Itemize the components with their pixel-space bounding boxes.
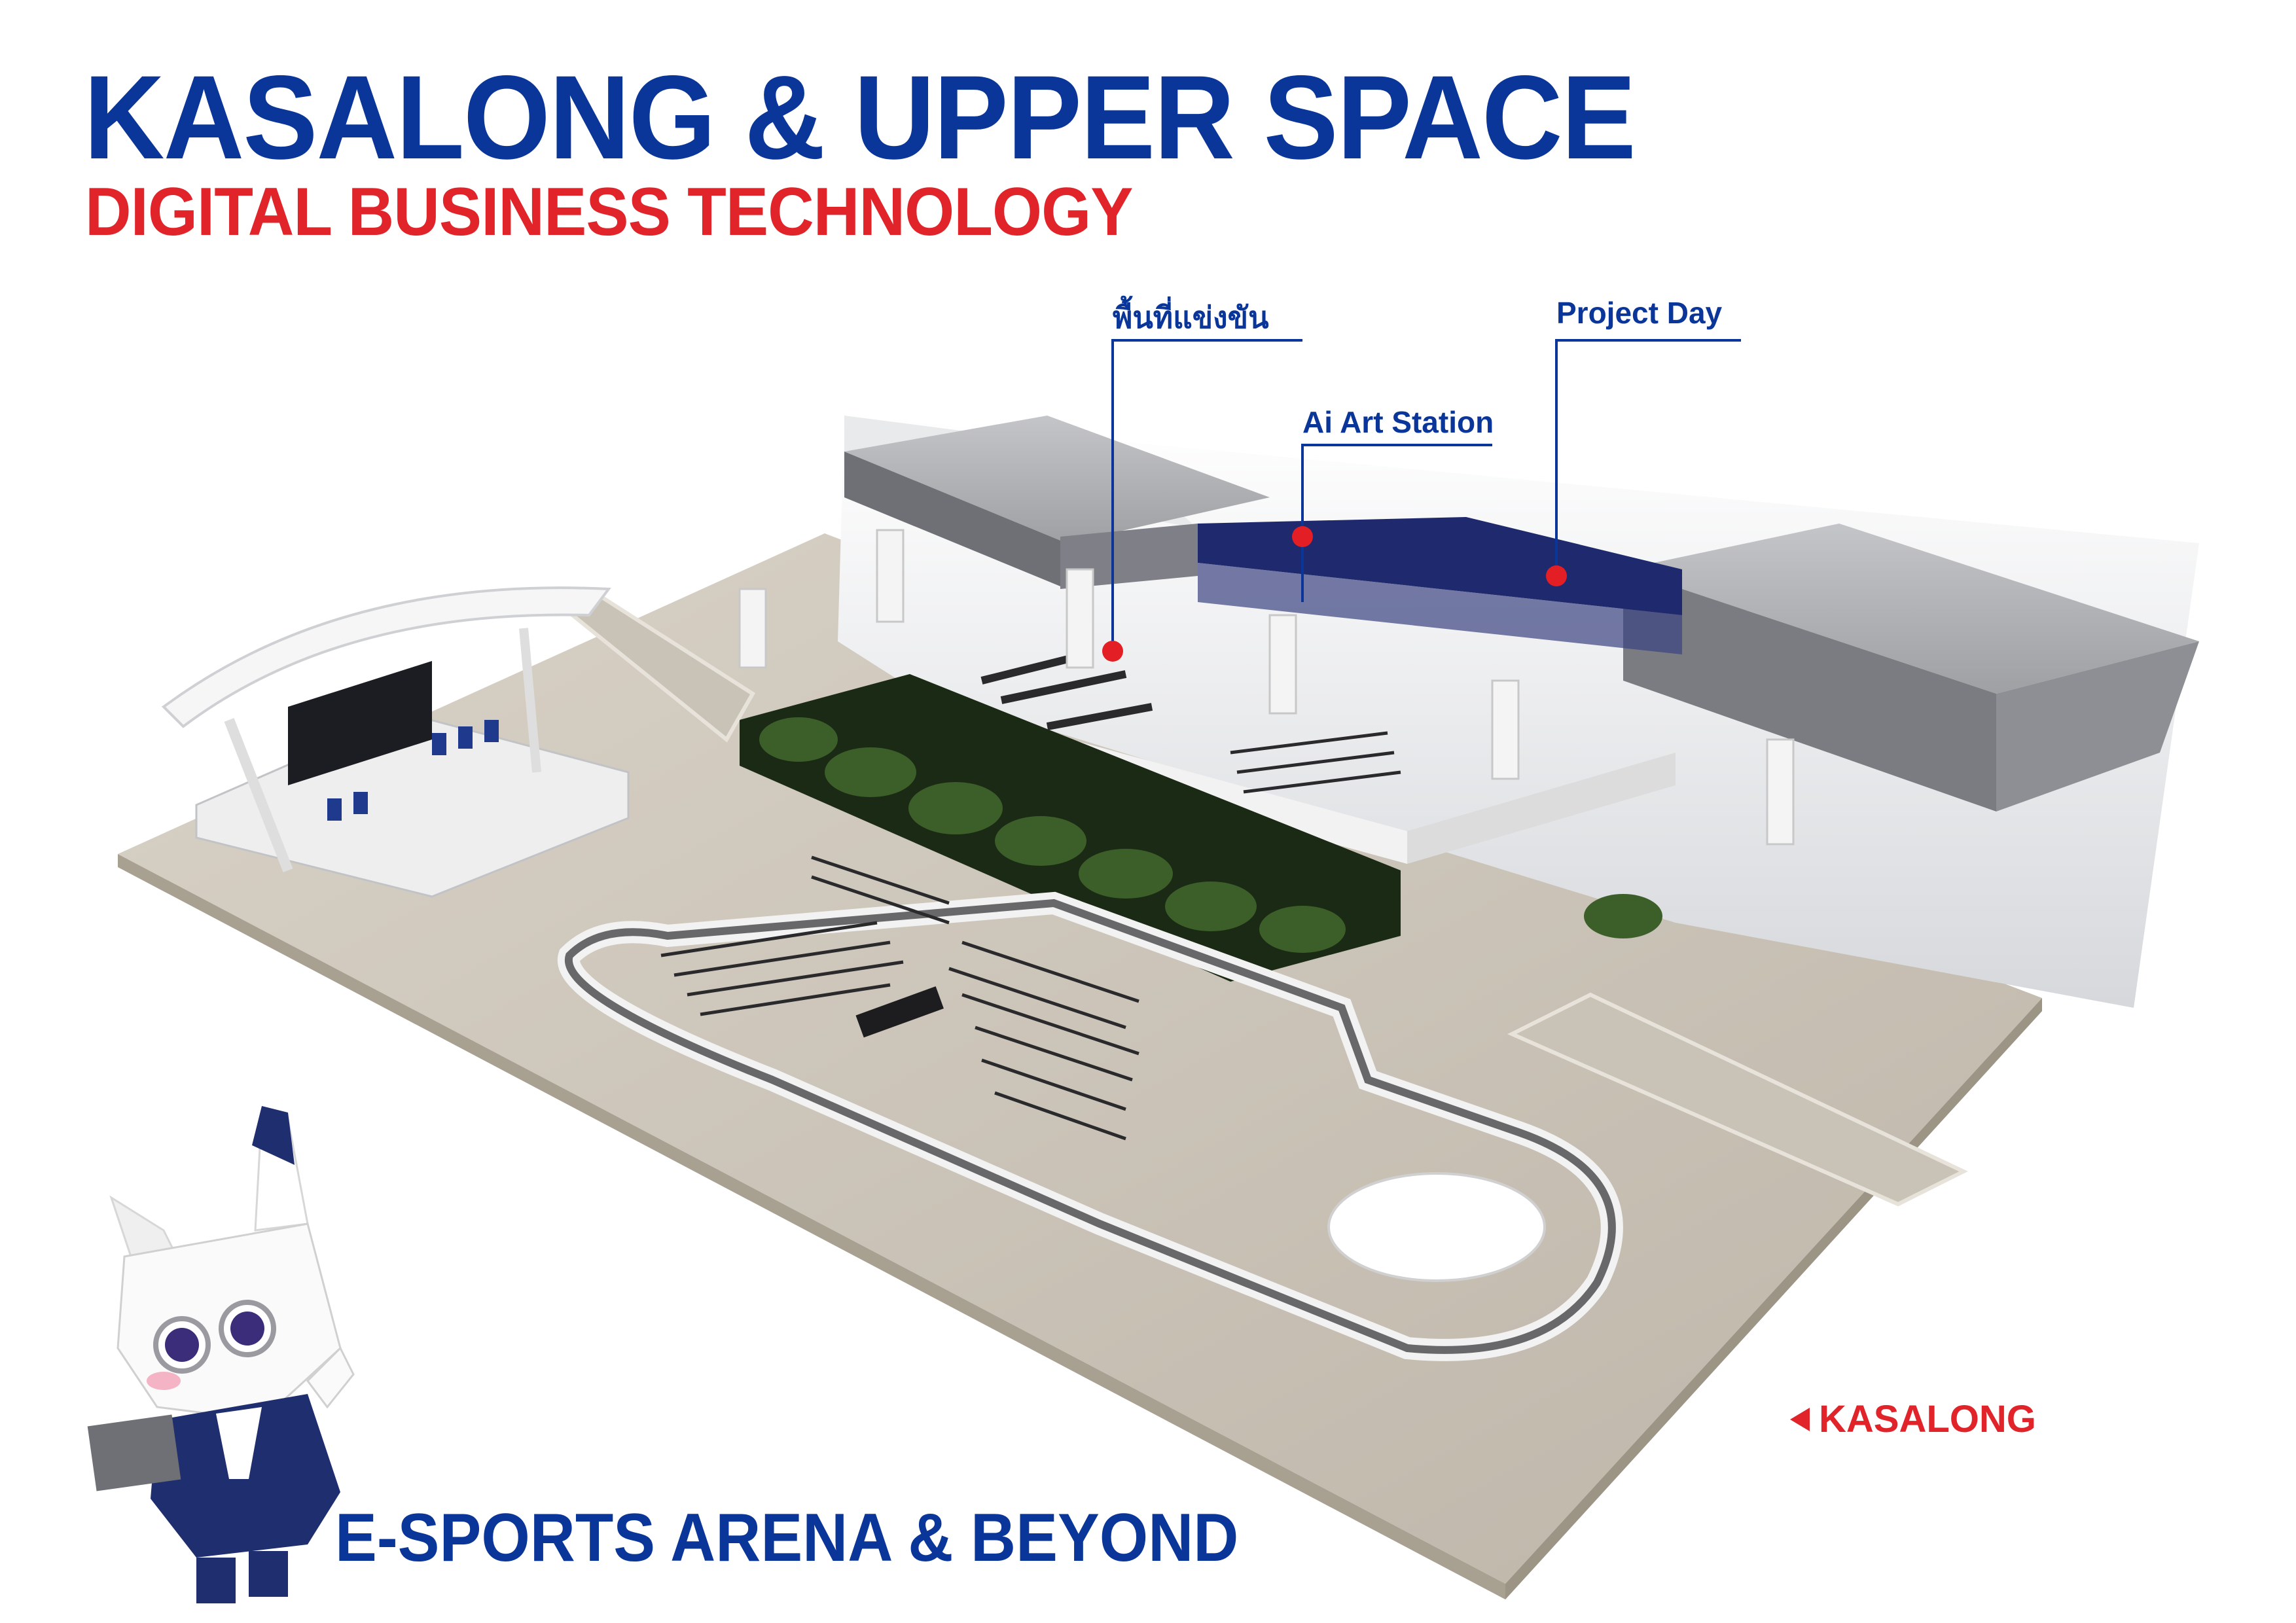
- seating-block-right: [948, 940, 1139, 1141]
- marker-competition-area[interactable]: [1102, 641, 1123, 662]
- marker-ai-art-station[interactable]: [1292, 526, 1313, 547]
- arrow-left-icon: [1790, 1407, 1810, 1431]
- marker-project-day[interactable]: [1546, 565, 1567, 586]
- walkway-track: [557, 891, 1623, 1361]
- callout-lines: [1111, 339, 1741, 651]
- rabbit-mascot: [87, 1106, 355, 1603]
- seating-block-upper: [1230, 731, 1401, 794]
- presenter-desk: [855, 986, 944, 1038]
- seating-block-left: [660, 855, 950, 1016]
- callout-label-competition: พื้นที่แข่งขัน: [1113, 300, 1269, 334]
- audience-seating: [660, 651, 1401, 1141]
- planter-strip: [740, 674, 1662, 982]
- kasalong-direction-marker: KASALONG: [1790, 1400, 2036, 1438]
- page-title: KASALONG & UPPER SPACE: [84, 50, 1636, 184]
- kasalong-label: KASALONG: [1819, 1398, 2036, 1440]
- callout-label-ai-art-station: Ai Art Station: [1302, 405, 1494, 439]
- pillars: [738, 529, 1795, 846]
- esports-stage: [161, 586, 630, 898]
- page-subtitle: DIGITAL BUSINESS TECHNOLOGY: [85, 174, 1133, 250]
- callout-label-project-day: Project Day: [1556, 296, 1723, 330]
- footer-caption: E-SPORTS ARENA & BEYOND: [335, 1500, 1239, 1576]
- round-stage-platform: [1327, 1172, 1546, 1282]
